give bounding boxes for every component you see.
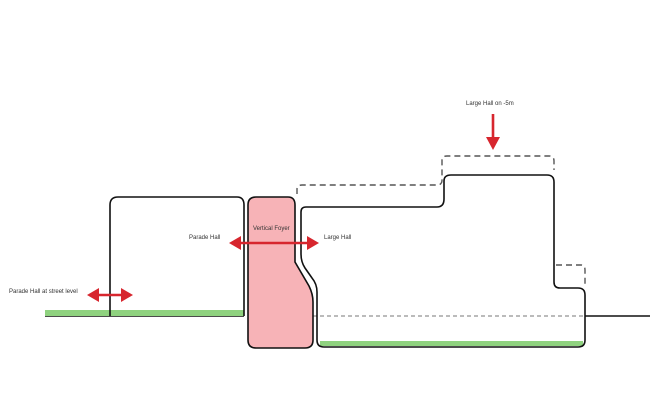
foyer-connection-double-arrow <box>229 236 319 250</box>
label-parade-hall: Parade Hall <box>189 235 221 241</box>
label-parade-hall-street-level: Parade Hall at street level <box>9 289 78 295</box>
label-vertical-foyer: Vertical Foyer <box>253 226 290 232</box>
large-hall-grass-floor <box>320 341 583 346</box>
vertical-foyer-shape <box>247 196 314 349</box>
street-level-double-arrow <box>87 288 133 302</box>
large-hall-outline <box>300 174 586 348</box>
street-grass-strip <box>45 310 244 316</box>
large-hall-dashed-outline <box>296 155 555 194</box>
label-large-hall-minus-5m: Large Hall on -5m <box>466 101 514 107</box>
label-large-hall: Large Hall <box>324 235 352 241</box>
parade-hall-outline <box>109 196 245 316</box>
large-hall-dashed-outline-step <box>556 264 586 285</box>
large-hall-down-arrow <box>486 114 500 150</box>
